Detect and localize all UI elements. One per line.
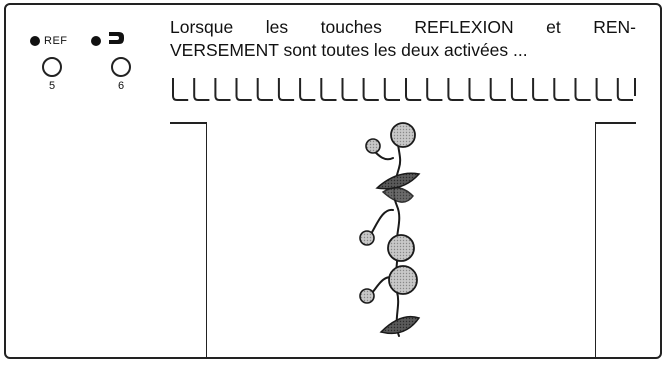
pattern-preview-window	[206, 122, 596, 358]
instruction-line-1: Lorsque les touches REFLEXION et REN-	[170, 17, 636, 37]
ref-button[interactable]	[42, 57, 62, 77]
reverse-stitch-icon	[109, 32, 124, 44]
flower-vine-pattern-icon	[359, 122, 421, 337]
instruction-line-2: VERSEMENT sont toutes les deux activées …	[170, 40, 528, 60]
stitch-pattern-icon	[172, 78, 636, 101]
ref-button-number: 5	[49, 80, 56, 92]
reverse-button-number: 6	[118, 80, 125, 92]
led-indicator-reverse	[91, 36, 101, 46]
led-indicator-ref	[30, 36, 40, 46]
reverse-button[interactable]	[111, 57, 131, 77]
instruction-text: Lorsque les touches REFLEXION et REN- VE…	[170, 16, 636, 62]
ref-button-label: REF	[44, 35, 68, 47]
